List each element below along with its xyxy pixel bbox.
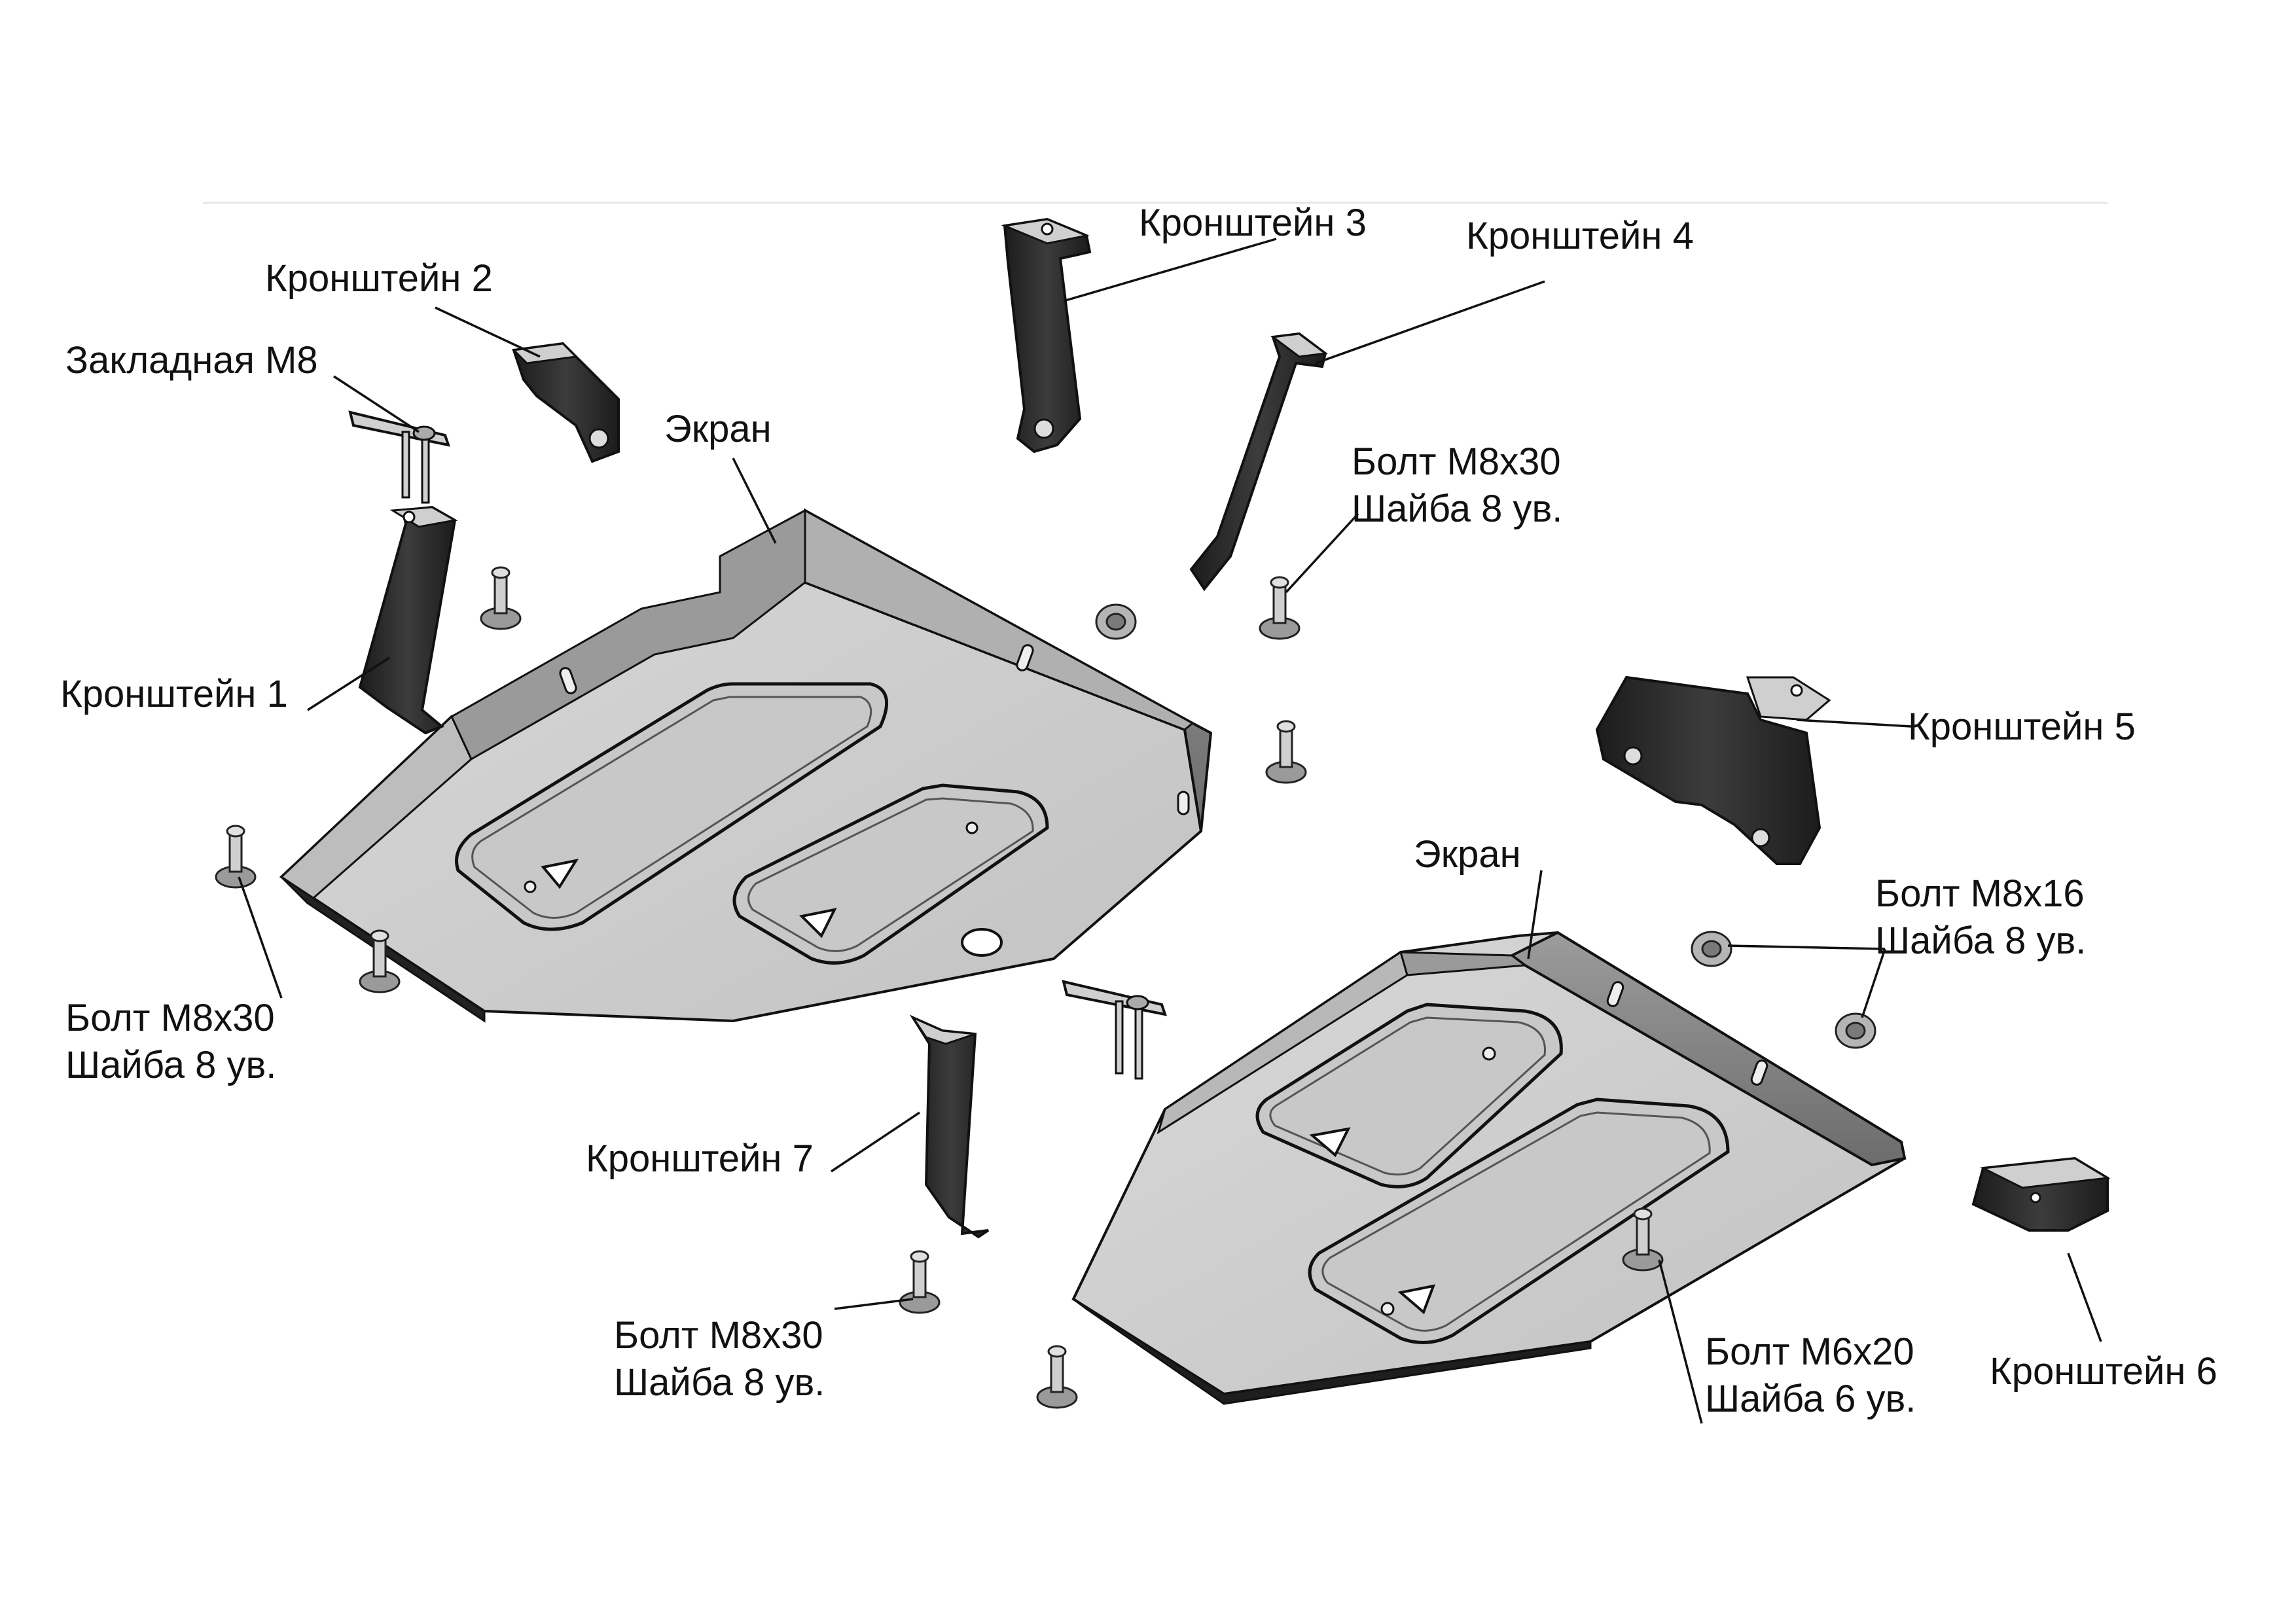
label-bolt-bottom-line2: Шайба 8 ув. bbox=[614, 1361, 825, 1404]
label-bolt-m6x20-line1: Болт М6х20 bbox=[1705, 1330, 1914, 1373]
label-bolt-m6x20-line2: Шайба 6 ув. bbox=[1705, 1378, 1916, 1420]
label-insert-m8: Закладная М8 bbox=[65, 339, 318, 382]
label-bolt-left-line1: Болт М8х30 bbox=[65, 997, 275, 1039]
bracket-4-part bbox=[1189, 332, 1328, 592]
label-bracket-4: Кронштейн 4 bbox=[1466, 215, 1694, 257]
bolt-lower-left bbox=[1036, 1345, 1078, 1409]
label-bolt-bottom: Болт М8х30 Шайба 8 ув. bbox=[614, 1312, 825, 1406]
bolt-top-part bbox=[1259, 576, 1300, 640]
label-screen-bottom: Экран bbox=[1414, 833, 1521, 876]
label-bolt-m8x16: Болт М8х16 Шайба 8 ув. bbox=[1875, 870, 2086, 965]
label-bolt-top-line1: Болт М8х30 bbox=[1352, 440, 1561, 483]
bolt-center-part bbox=[1265, 720, 1307, 784]
screen-top-plate bbox=[279, 508, 1213, 1023]
nut-m8x16-1 bbox=[1691, 931, 1732, 967]
label-bracket-6: Кронштейн 6 bbox=[1990, 1350, 2217, 1393]
insert-m8-part-2 bbox=[1062, 980, 1167, 1080]
bracket-1-part bbox=[358, 505, 458, 735]
bolt-left-part bbox=[215, 825, 257, 889]
label-bracket-7: Кронштейн 7 bbox=[586, 1137, 814, 1180]
label-bracket-3: Кронштейн 3 bbox=[1139, 202, 1367, 244]
label-bolt-m8x16-line2: Шайба 8 ув. bbox=[1875, 919, 2087, 962]
label-bolt-top: Болт М8х30 Шайба 8 ув. bbox=[1352, 438, 1562, 533]
bracket-6-part bbox=[1971, 1156, 2111, 1232]
label-bolt-left: Болт М8х30 Шайба 8 ув. bbox=[65, 995, 276, 1089]
label-bolt-left-line2: Шайба 8 ув. bbox=[65, 1044, 277, 1086]
label-screen-top: Экран bbox=[664, 408, 772, 450]
label-bolt-top-line2: Шайба 8 ув. bbox=[1352, 488, 1563, 530]
bracket-7-part bbox=[909, 1014, 990, 1239]
bolt-bottom-part bbox=[899, 1250, 941, 1314]
label-bolt-m8x16-line1: Болт М8х16 bbox=[1875, 872, 2085, 915]
label-bracket-2: Кронштейн 2 bbox=[265, 257, 493, 300]
label-bracket-5: Кронштейн 5 bbox=[1908, 705, 2136, 748]
nut-m8x16-2 bbox=[1835, 1012, 1876, 1049]
bracket-2-part bbox=[511, 342, 620, 463]
leader-lines bbox=[238, 238, 2102, 1424]
screen-bottom-plate bbox=[1071, 931, 1907, 1405]
label-bolt-m6x20: Болт М6х20 Шайба 6 ув. bbox=[1705, 1329, 1916, 1423]
insert-m8-part bbox=[348, 410, 450, 504]
bracket-5-part bbox=[1595, 675, 1831, 865]
label-bracket-1: Кронштейн 1 bbox=[60, 673, 288, 715]
bolt-small-1 bbox=[480, 566, 522, 630]
label-bolt-bottom-line1: Болт М8х30 bbox=[614, 1314, 823, 1357]
nut-1 bbox=[1095, 603, 1137, 640]
bracket-3-part bbox=[1001, 217, 1092, 454]
